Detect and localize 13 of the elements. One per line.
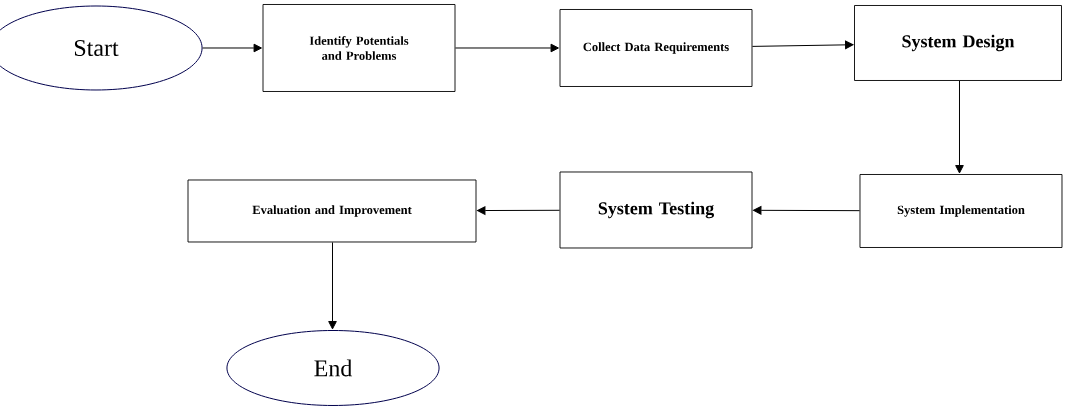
arrow <box>328 241 337 330</box>
arrow <box>202 43 262 53</box>
arrow <box>751 40 854 50</box>
arrow <box>454 43 559 53</box>
arrow <box>753 206 861 215</box>
arrow <box>477 206 561 215</box>
process-box: System Testing <box>559 171 753 249</box>
process-box: System Design <box>854 5 1062 81</box>
process-box: System Implementation <box>859 174 1063 248</box>
process-box: Identify Potentials and Problems <box>262 4 456 92</box>
process-box: Collect Data Requirements <box>559 9 753 87</box>
arrow <box>955 80 964 174</box>
process-box: Evaluation and Improvement <box>187 179 477 243</box>
